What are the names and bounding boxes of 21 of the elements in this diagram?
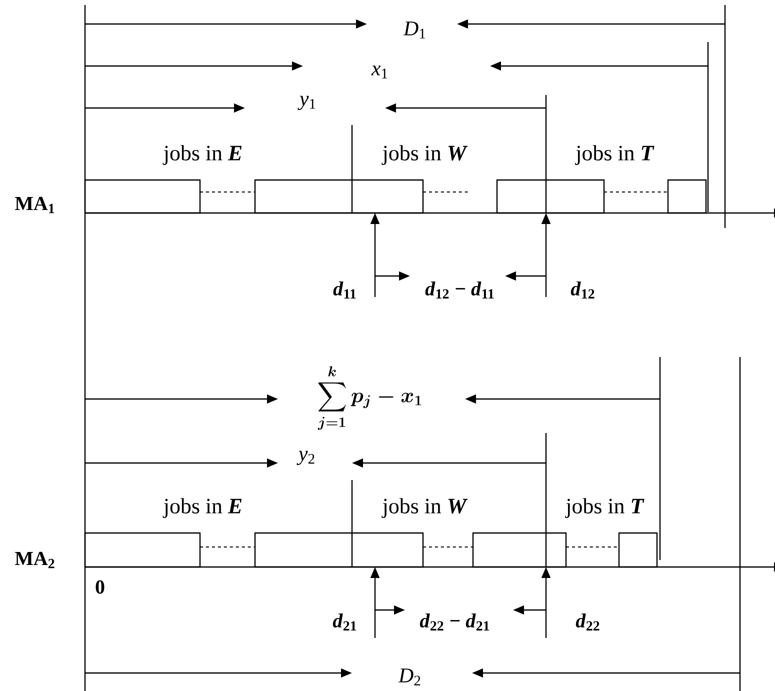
time-label: d$_{12}$ − d$_{11}$	[425, 282, 494, 298]
time-label: d$_{22}$	[576, 614, 600, 630]
job-set-label: jobs in T	[575, 145, 654, 165]
dimension-label: D$_{2}$	[398, 668, 420, 686]
time-label: d$_{11}$	[333, 282, 356, 298]
job-set-label: jobs in W	[382, 145, 468, 165]
time-label: d$_{22}$ − d$_{21}$	[420, 614, 490, 630]
time-label: MA$_{2}$	[15, 552, 54, 568]
job-set-label: jobs in E	[162, 498, 242, 518]
job-set-label: jobs in T	[565, 498, 644, 518]
dimension-label: x$_{1}$	[371, 66, 388, 78]
dimension-label: y$_{2}$	[296, 450, 314, 466]
time-label: d$_{21}$	[332, 614, 356, 630]
time-label: d$_{12}$	[570, 282, 594, 298]
dimension-formula: $\sum_{j=1}^{k} p_{j} - x_{1}$	[318, 366, 422, 430]
time-label: MA$_{1}$	[15, 196, 54, 214]
job-set-label: jobs in E	[162, 145, 242, 165]
job-set-label: jobs in W	[382, 498, 468, 518]
time-label: 0	[96, 580, 104, 594]
dimension-label: y$_{1}$	[298, 96, 316, 110]
dimension-label: D$_{1}$	[403, 22, 426, 38]
